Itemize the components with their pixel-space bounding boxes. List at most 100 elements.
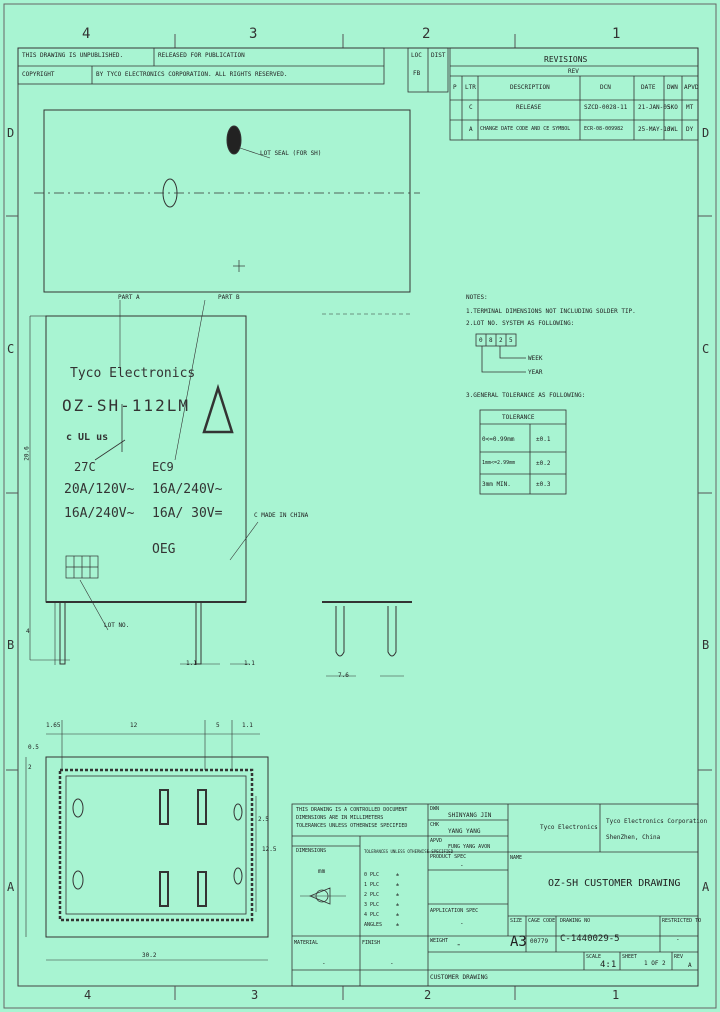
size-label: SIZE (510, 918, 523, 924)
marking-ec9: EC9 (152, 460, 174, 474)
apvd-label: APVD (430, 838, 443, 844)
relay-side-view (322, 313, 412, 677)
rev-col-p: P (453, 84, 457, 91)
zone-top-3: 3 (249, 26, 258, 42)
dim-pin-pitch: 7.6 (338, 672, 349, 679)
copyright-label: COPYRIGHT (22, 71, 55, 78)
legal-note-3: TOLERANCES UNLESS OTHERWISE SPECIFIED (296, 823, 408, 829)
scale-label: SCALE (586, 954, 602, 960)
tolerance-row3-value: ±0.3 (536, 481, 551, 488)
dim-top-a: 1.65 (46, 722, 61, 729)
material-label: MATERIAL (294, 940, 319, 946)
dim-side-a: 2 (28, 764, 32, 771)
revisions-title: REVISIONS (544, 55, 588, 64)
zone-right-b: B (702, 638, 710, 652)
lot-box-4: 5 (509, 337, 513, 344)
rev-row1-date: 21-JAN-05 (638, 104, 671, 111)
zone-left-c: C (7, 342, 15, 356)
restricted-label: RESTRICTED TO (662, 918, 702, 924)
zone-left-a: A (7, 880, 15, 894)
product-spec-label: PRODUCT SPEC (430, 854, 467, 860)
lot-year-label: YEAR (528, 369, 543, 376)
rev-label: REV (674, 954, 684, 960)
rev-col-apvd: APVD (684, 84, 699, 91)
tol-value-4: ± (396, 902, 400, 908)
size-value: A3 (510, 934, 527, 950)
material-value: - (322, 960, 326, 967)
drawing-name: OZ-SH CUSTOMER DRAWING (548, 878, 681, 889)
tol-value-2: ± (396, 882, 400, 888)
rev-row1-description: RELEASE (516, 104, 542, 111)
part-a-callout: PART A (118, 294, 140, 301)
rev-row1-dcn: SZCD-0028-11 (584, 104, 628, 111)
rev-value: A (688, 962, 692, 969)
zone-bottom-1: 1 (612, 988, 620, 1002)
part-b-callout: PART B (218, 294, 240, 301)
finish-value: - (390, 960, 394, 967)
zone-top-1: 1 (612, 26, 621, 42)
tol-line-3: 2 PLC (364, 892, 380, 898)
title-block-grid (291, 803, 699, 987)
dwn-value: SHINYANG JIN (448, 812, 492, 819)
dimensions-unit: mm (318, 868, 326, 875)
rev-row2-description: CHANGE DATE CODE AND CE SYMBOL (480, 126, 571, 132)
weight-value: - (456, 940, 462, 950)
dim-side-c: 2.5 (258, 816, 269, 823)
dim-pin-width-1: 1.1 (186, 660, 197, 667)
zone-right-a: A (702, 880, 710, 894)
zone-top-2: 2 (422, 26, 431, 42)
zone-ticks (6, 34, 712, 1000)
tol-value-1: ± (396, 872, 400, 878)
apvd-value: FUNG YANG AVON (448, 844, 491, 850)
loc-value: FB (413, 70, 421, 77)
cage-value: 00779 (530, 938, 549, 945)
restricted-value: - (676, 936, 680, 943)
dim-pin-length: 4 (26, 628, 30, 635)
tol-line-4: 3 PLC (364, 902, 380, 908)
lot-seal-callout: LOT SEAL (FOR SH) (260, 150, 322, 157)
drawing-no-value: C-1440029-5 (560, 934, 620, 944)
notes-title: NOTES: (466, 294, 488, 301)
rev-row1-apvd: MT (686, 104, 694, 111)
zone-right-c: C (702, 342, 710, 356)
zone-bottom-2: 2 (424, 988, 432, 1002)
tolerance-title: 3.GENERAL TOLERANCE AS FOLLOWING: (466, 392, 586, 399)
rating-1: 20A/120V~ (64, 482, 135, 497)
rating-3: 16A/240V~ (152, 482, 223, 497)
dim-height: 20.6 (23, 446, 31, 461)
tolerances-label: TOLERANCES UNLESS OTHERWISE SPECIFIED (364, 849, 454, 854)
brand-marking: Tyco Electronics (70, 366, 196, 381)
note-1: 1.TERMINAL DIMENSIONS NOT INCLUDING SOLD… (466, 308, 636, 315)
marking-27c: 27C (74, 460, 96, 474)
made-in-china-callout: C MADE IN CHINA (254, 512, 309, 519)
rev-row2-apvd: DY (686, 126, 694, 133)
lot-box-2: 8 (489, 337, 493, 344)
rev-row1-ltr: C (469, 104, 473, 111)
outer-frame (3, 3, 717, 1009)
tolerance-row2-value: ±0.2 (536, 460, 551, 467)
tolerance-row2-range: 1mm<=2.99mm (482, 460, 516, 466)
oeg-marking: OEG (152, 542, 176, 557)
loc-label: LOC (411, 52, 422, 59)
lot-no-callout: LOT NO. (104, 622, 130, 629)
zone-right-d: D (702, 126, 710, 140)
dimensions-label: DIMENSIONS (296, 848, 327, 854)
rating-2: 16A/240V~ (64, 506, 135, 521)
tolerance-row1-range: 0<=0.99mm (482, 436, 515, 443)
dist-label: DIST (431, 52, 446, 59)
rev-row2-dcn: ECR-08-009982 (584, 126, 624, 132)
rev-row2-ltr: A (469, 126, 473, 133)
zone-left-d: D (7, 126, 15, 140)
revisions-block (449, 47, 699, 141)
dwn-label: DWN (430, 806, 440, 812)
zone-top-4: 4 (82, 26, 91, 42)
product-spec-value: - (460, 862, 464, 869)
dim-top-c: 5 (216, 722, 220, 729)
tol-line-5: 4 PLC (364, 912, 380, 918)
unpublished-note: THIS DRAWING IS UNPUBLISHED. (22, 52, 124, 59)
copyright-owner: BY TYCO ELECTRONICS CORPORATION. ALL RIG… (96, 71, 288, 78)
header-strip (17, 47, 449, 93)
tol-value-3: ± (396, 892, 400, 898)
finish-label: FINISH (362, 940, 381, 946)
